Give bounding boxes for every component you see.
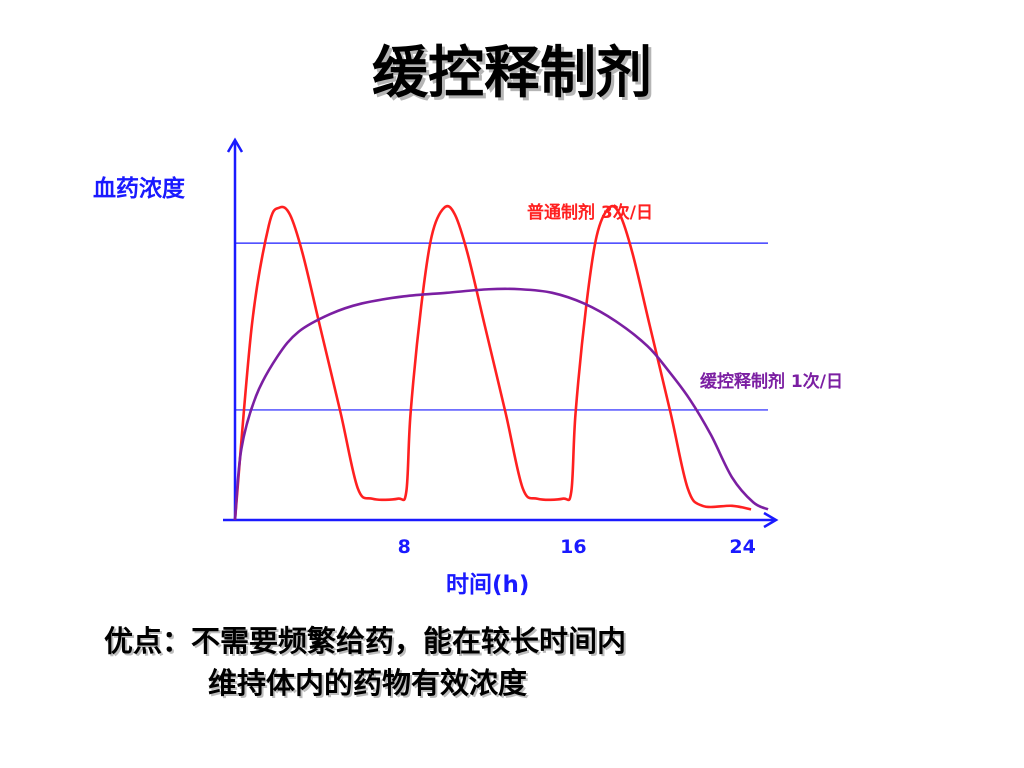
series-label-sustained: 缓控释制剂 1次/日	[700, 371, 843, 392]
series-label-regular: 普通制剂 3次/日	[527, 202, 653, 223]
y-axis-arrow	[226, 137, 244, 153]
advantage-note-line-2: 维持体内的药物有效浓度	[208, 666, 528, 700]
chart-axes	[223, 137, 779, 529]
x-tick-label-8: 8	[398, 536, 411, 558]
x-tick-label-24: 24	[729, 536, 755, 558]
x-axis-label: 时间(h)	[446, 572, 529, 598]
x-tick-label-16: 16	[560, 536, 586, 558]
x-axis-arrow	[763, 511, 779, 529]
advantage-note-line-1: 优点：不需要频繁给药，能在较长时间内	[104, 624, 627, 658]
plot-area	[233, 204, 769, 521]
series-line-regular	[233, 204, 752, 521]
series-line-sustained	[233, 287, 769, 521]
page-title: 缓控释制剂	[372, 40, 652, 106]
x-tick-labels: 8 16 24	[398, 536, 756, 558]
y-axis-label: 血药浓度	[93, 175, 186, 202]
reference-lines	[235, 242, 768, 411]
